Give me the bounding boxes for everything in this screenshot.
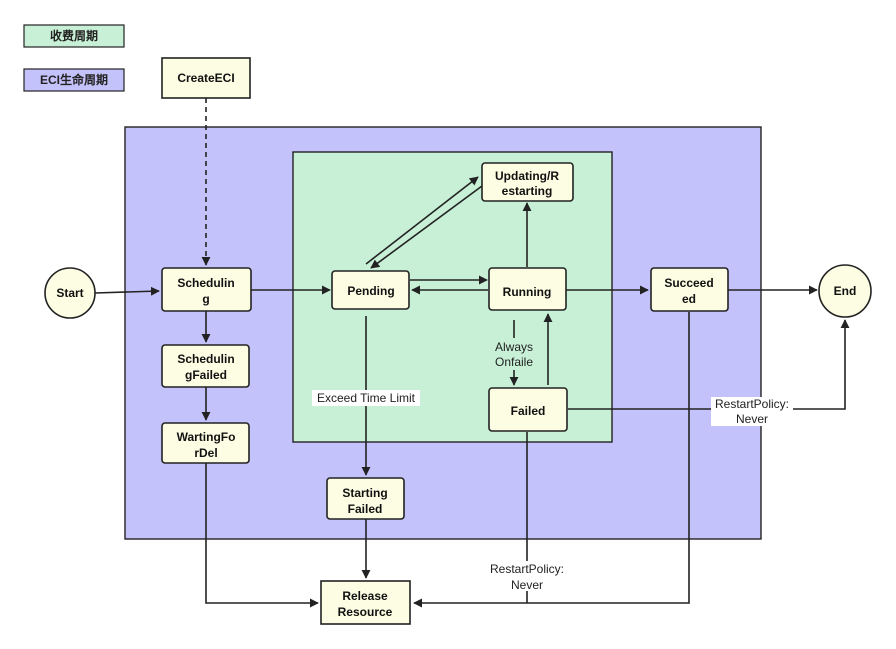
edge-failed-to-end [568, 319, 850, 410]
svg-text:estarting: estarting [502, 184, 553, 198]
svg-text:Never: Never [511, 578, 543, 592]
edge-start-to-scheduling [94, 286, 160, 296]
node-scheduling: Schedulin g [161, 267, 252, 312]
edge-updating-to-pending [370, 185, 483, 269]
svg-text:Release: Release [342, 589, 388, 603]
edge-label-restart-policy-never-bottom: RestartPolicy: Never [486, 561, 568, 592]
svg-text:gFailed: gFailed [185, 368, 227, 382]
node-end: End [818, 264, 872, 318]
edge-label-always-onfailure: Always Onfaile [490, 338, 540, 370]
svg-text:Onfaile: Onfaile [495, 355, 533, 369]
legend-eci-lifecycle: ECI生命周期 [23, 68, 125, 92]
legend-billing-cycle-label: 收费周期 [50, 28, 98, 43]
node-running: Running [488, 267, 567, 311]
node-starting-failed: Starting Failed [326, 477, 405, 520]
svg-text:Succeed: Succeed [664, 276, 713, 290]
legend-billing-cycle: 收费周期 [23, 24, 125, 48]
svg-text:End: End [834, 284, 857, 298]
svg-text:Exceed Time Limit: Exceed Time Limit [317, 391, 416, 405]
legend-eci-lifecycle-label: ECI生命周期 [40, 72, 108, 87]
svg-text:ed: ed [682, 292, 696, 306]
svg-text:g: g [202, 292, 209, 306]
node-succeeded: Succeed ed [650, 267, 729, 312]
svg-text:Schedulin: Schedulin [177, 276, 234, 290]
svg-text:Resource: Resource [338, 605, 393, 619]
edge-succeeded-to-release [413, 312, 690, 608]
svg-text:rDel: rDel [194, 446, 217, 460]
node-wartingfordel: WartingFo rDel [161, 422, 250, 464]
node-scheduling-failed: Schedulin gFailed [161, 344, 250, 388]
svg-text:RestartPolicy:: RestartPolicy: [490, 562, 564, 576]
svg-text:Failed: Failed [348, 502, 383, 516]
edge-label-exceed-time-limit: Exceed Time Limit [312, 390, 420, 406]
node-failed: Failed [488, 387, 568, 432]
node-updating-restarting: Updating/R estarting [481, 162, 574, 202]
svg-text:Failed: Failed [511, 404, 546, 418]
svg-text:Running: Running [503, 285, 552, 299]
node-create-eci: CreateECI [161, 57, 251, 99]
svg-text:Always: Always [495, 340, 533, 354]
edge-pending-to-updating [365, 176, 479, 265]
edge-label-restart-policy-never-right: RestartPolicy: Never [711, 397, 793, 426]
edge-wartingfordel-to-release [205, 463, 319, 608]
svg-text:CreateECI: CreateECI [177, 71, 234, 85]
svg-text:RestartPolicy:: RestartPolicy: [715, 397, 789, 411]
node-release-resource: Release Resource [320, 580, 411, 625]
node-start: Start [44, 267, 96, 319]
node-pending: Pending [331, 270, 410, 310]
svg-text:Start: Start [56, 286, 83, 300]
svg-text:Updating/R: Updating/R [495, 169, 559, 183]
svg-text:Starting: Starting [342, 486, 387, 500]
svg-text:Schedulin: Schedulin [177, 352, 234, 366]
svg-text:Pending: Pending [347, 284, 394, 298]
svg-text:Never: Never [736, 412, 768, 426]
svg-text:WartingFo: WartingFo [177, 430, 236, 444]
